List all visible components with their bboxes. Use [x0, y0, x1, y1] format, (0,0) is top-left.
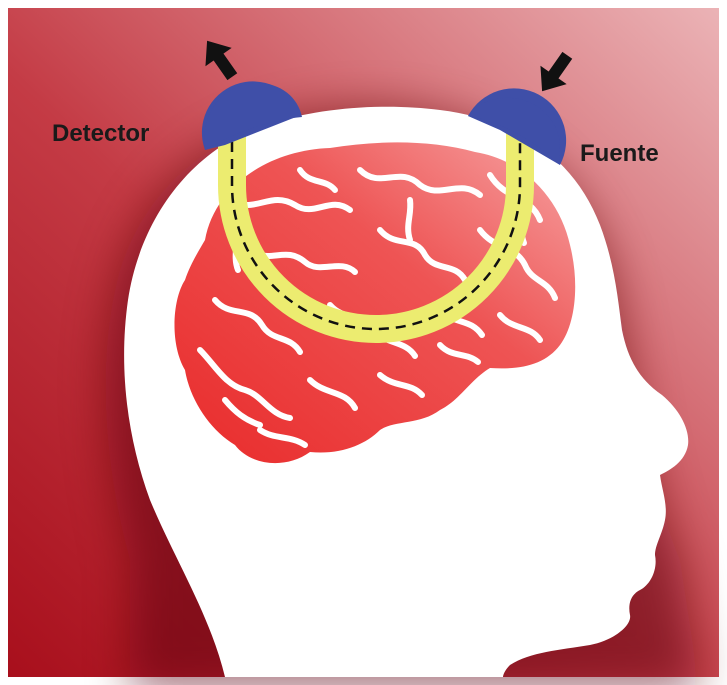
detector-label: Detector [52, 120, 149, 147]
source-label: Fuente [580, 140, 659, 167]
